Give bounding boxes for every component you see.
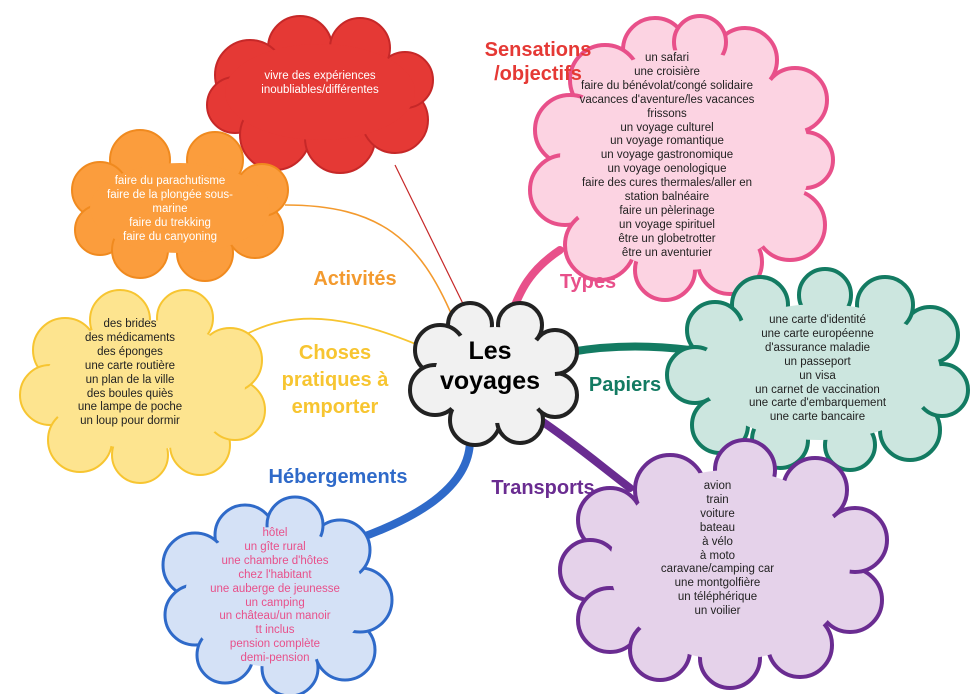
label-choses-line3: emporter [291,396,379,418]
list-types: un safari une croisière faire du bénévol… [567,52,767,261]
list-item: un château/un manoir [219,610,331,623]
list-item: inoubliables/différentes [261,83,379,96]
connector-hebergements [356,436,474,542]
connector-choses [244,317,431,351]
label-choses-line2: pratiques à [281,369,389,391]
list-sensations: vivre des expériences inoubliables/diffé… [240,70,400,98]
list-item: des boules quiès [86,387,174,400]
cloud-center [408,301,579,447]
list-item: caravane/camping car [660,563,775,576]
cloud-sensations [206,15,434,174]
list-item: frissons [647,107,687,120]
label-types: Types [559,271,617,293]
list-item: une carte bancaire [769,411,866,424]
list-item: un voyage spirituel [619,218,715,231]
list-item: un passeport [784,355,851,368]
list-item: une auberge de jeunesse [210,582,340,595]
list-item: des brides [103,318,157,330]
list-item: un voyage oenologique [607,163,727,176]
list-item: un voyage culturel [620,121,714,134]
list-item: faire du trekking [129,216,211,229]
list-item: station balnéaire [624,191,710,204]
list-item: bateau [699,521,736,534]
connector-papiers [566,342,694,356]
list-choses: des brides des médicaments des éponges u… [65,318,195,429]
list-papiers: une carte d'identité une carte européenn… [735,314,900,425]
label-choses-line1: Choses [298,342,372,364]
list-item: une montgolfière [674,577,761,590]
list-item: faire du canyoning [123,230,217,243]
list-item: demi-pension [240,652,310,665]
list-hebergements: hôtel un gîte rural une chambre d'hôtes … [195,527,355,666]
list-item: une chambre d'hôtes [221,554,329,567]
list-item: un carnet de vaccination [755,383,880,396]
list-item: un safari [644,52,690,64]
list-activites: faire du parachutisme faire de la plongé… [95,175,245,245]
center-title: Les voyages [410,336,570,396]
list-item: chez l'habitant [238,568,312,581]
list-item: une lampe de poche [77,401,183,414]
list-item: faire des cures thermales/aller en [581,177,753,190]
list-item: un camping [245,596,305,609]
cloud-papiers [665,267,970,472]
list-item: des éponges [97,345,163,358]
label-hebergements: Hébergements [268,466,408,488]
list-item: une carte européenne [761,327,874,340]
list-item: faire un pèlerinage [619,204,715,217]
list-item: faire de la plongée sous- [107,188,233,201]
list-item: un gîte rural [244,540,306,553]
list-item: être un globetrotter [618,232,716,245]
list-item: une carte routière [84,359,176,372]
list-item: hôtel [262,527,288,539]
list-item: un plan de la ville [85,373,175,386]
list-item: une carte d'embarquement [748,397,887,410]
cloud-choses [19,289,266,484]
label-transports: Transports [491,477,595,499]
list-item: train [706,493,729,506]
list-item: une croisière [634,65,700,78]
cloud-activites [71,129,289,282]
list-item: voiture [700,507,735,520]
list-transports: avion train voiture bateau à vélo à moto… [645,480,790,619]
list-item: marine [152,202,188,215]
connector-transports [536,416,634,492]
list-item: pension complète [229,638,321,651]
list-item: vivre des expériences [264,70,376,82]
connector-activites [284,204,454,319]
cloud-hebergements [161,495,394,694]
label-sensations-line1: Sensations [484,39,592,61]
list-item: à moto [699,549,736,562]
list-item: faire du parachutisme [114,175,226,187]
list-item: un téléphérique [677,591,758,604]
cloud-transports [558,438,889,690]
center-title-line2: voyages [439,367,541,395]
label-papiers: Papiers [588,374,662,396]
label-sensations: Sensations /objectifs [468,38,608,86]
list-item: avion [703,480,732,492]
list-item: une carte d'identité [769,314,866,326]
list-item: un visa [799,369,836,382]
list-item: un voyage romantique [610,135,724,148]
list-item: tt inclus [255,624,295,637]
list-item: d'assurance maladie [764,341,871,354]
list-item: vacances d'aventure/les vacances [579,93,755,106]
list-item: être un aventurier [621,246,713,259]
list-item: à vélo [702,535,733,548]
list-item: un loup pour dormir [80,415,180,428]
cloud-types [528,14,835,302]
list-item: un voyage gastronomique [600,149,734,162]
connector-sensations [394,164,471,319]
label-choses: Choses pratiques à emporter [265,340,405,421]
list-item: faire du bénévolat/congé solidaire [581,79,753,92]
center-title-line1: Les [468,337,512,365]
list-item: des médicaments [84,331,176,344]
label-sensations-line2: /objectifs [494,63,582,85]
label-activites: Activités [313,268,397,290]
list-item: un voilier [694,605,741,618]
